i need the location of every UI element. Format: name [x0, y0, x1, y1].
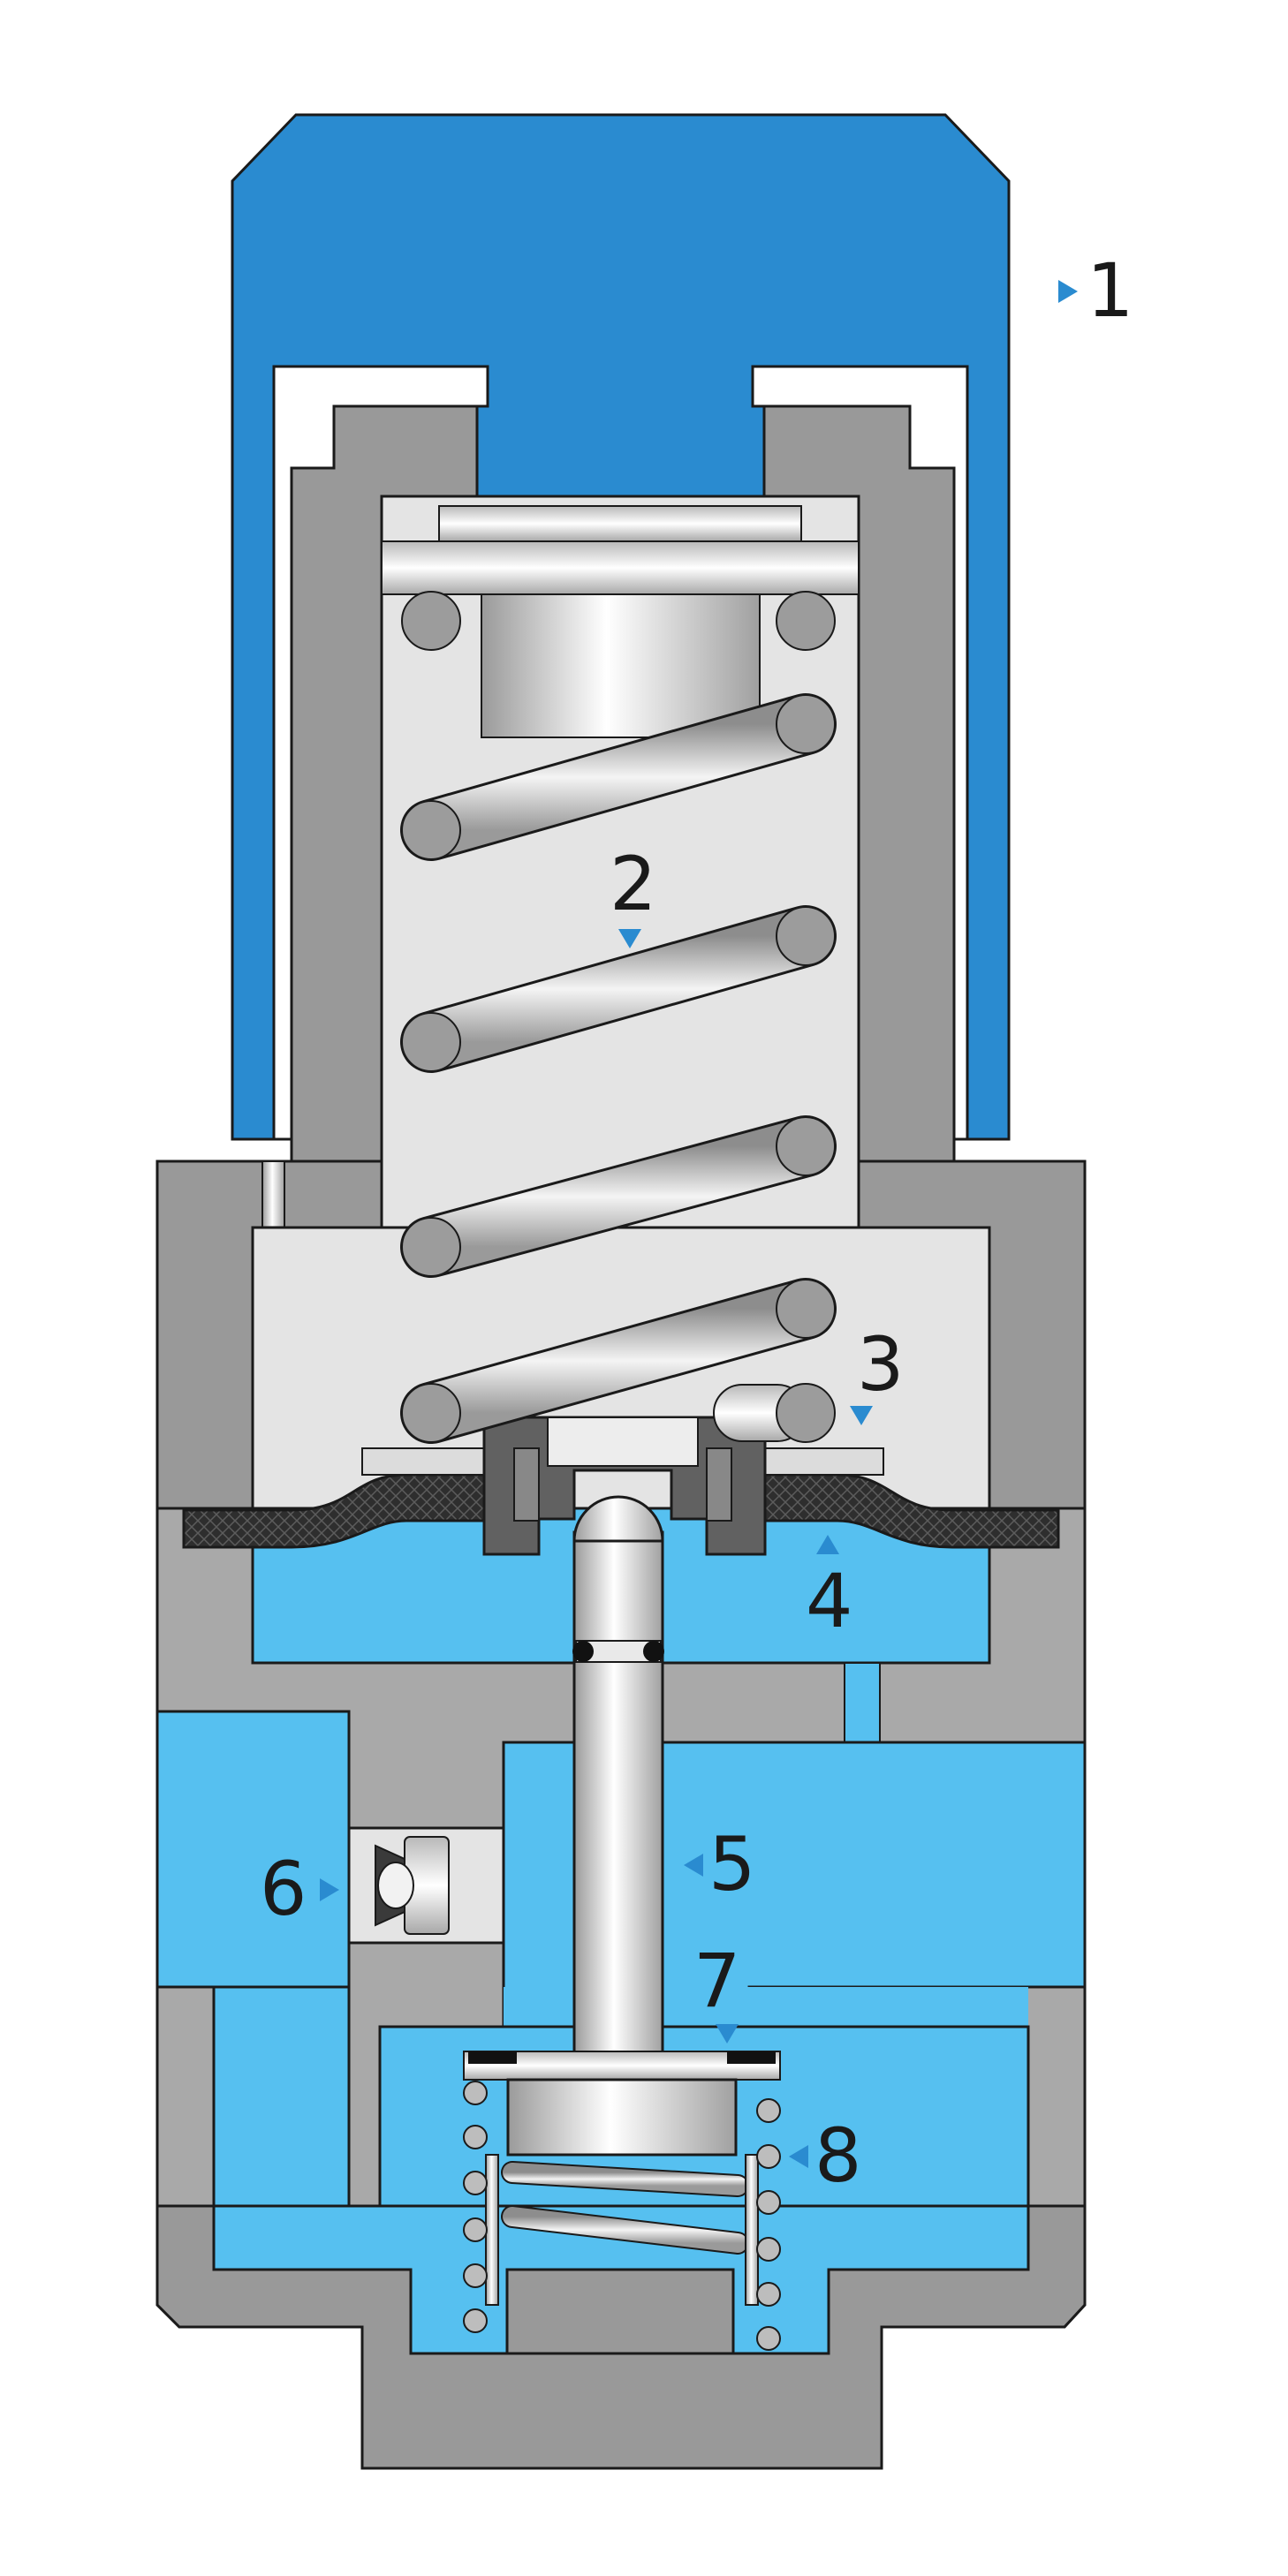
inlet-gray-block-left [155, 1985, 216, 2208]
callout-label-2: 2 [610, 841, 656, 927]
check-valve [375, 1836, 450, 1935]
valve-seal-right [727, 2051, 776, 2064]
pointer-1 [1058, 280, 1078, 303]
pointer-4 [816, 1535, 839, 1554]
callout-4: 4 [806, 1535, 852, 1644]
valve-stem [572, 1530, 664, 2059]
spring-seat-hub [481, 593, 761, 738]
return-spring [463, 2081, 781, 2351]
valve-stem-tip [572, 1495, 664, 1543]
piston-seat-inner [513, 1447, 732, 1522]
pointer-8 [789, 2145, 808, 2168]
callout-label-1: 1 [1087, 247, 1133, 334]
stem-oring-left [572, 1641, 594, 1662]
valve-seal-left [468, 2051, 517, 2064]
pointer-3 [850, 1406, 873, 1425]
callout-8: 8 [789, 2112, 861, 2199]
callout-1: 1 [1058, 247, 1133, 334]
callout-label-3: 3 [857, 1321, 904, 1408]
piston-top [547, 1416, 699, 1467]
valve-cup [506, 2078, 738, 2157]
pointer-5 [684, 1854, 703, 1877]
callout-label-6: 6 [260, 1846, 307, 1932]
callout-6: 6 [260, 1846, 339, 1932]
spring-seat-flange [381, 540, 860, 595]
feedback-channel [844, 1662, 881, 1743]
callout-2: 2 [610, 841, 656, 948]
spring-seat-top [438, 505, 802, 542]
vent-tube [261, 1160, 285, 1228]
callout-label-8: 8 [814, 2112, 861, 2199]
inlet-left-fluid [155, 1710, 351, 1989]
pointer-7 [716, 2024, 739, 2043]
pointer-6 [320, 1878, 339, 1901]
inlet-left-lower [212, 1985, 351, 2208]
pointer-2 [618, 929, 641, 948]
stem-oring-right [643, 1641, 664, 1662]
bottom-port [505, 2268, 735, 2355]
callout-7: 7 [693, 1938, 740, 2043]
main-spring [400, 591, 837, 1444]
callout-5: 5 [684, 1821, 755, 1907]
callout-3: 3 [850, 1321, 904, 1425]
callout-label-7: 7 [693, 1938, 740, 2024]
callout-label-4: 4 [806, 1558, 852, 1644]
callout-label-5: 5 [708, 1821, 755, 1907]
